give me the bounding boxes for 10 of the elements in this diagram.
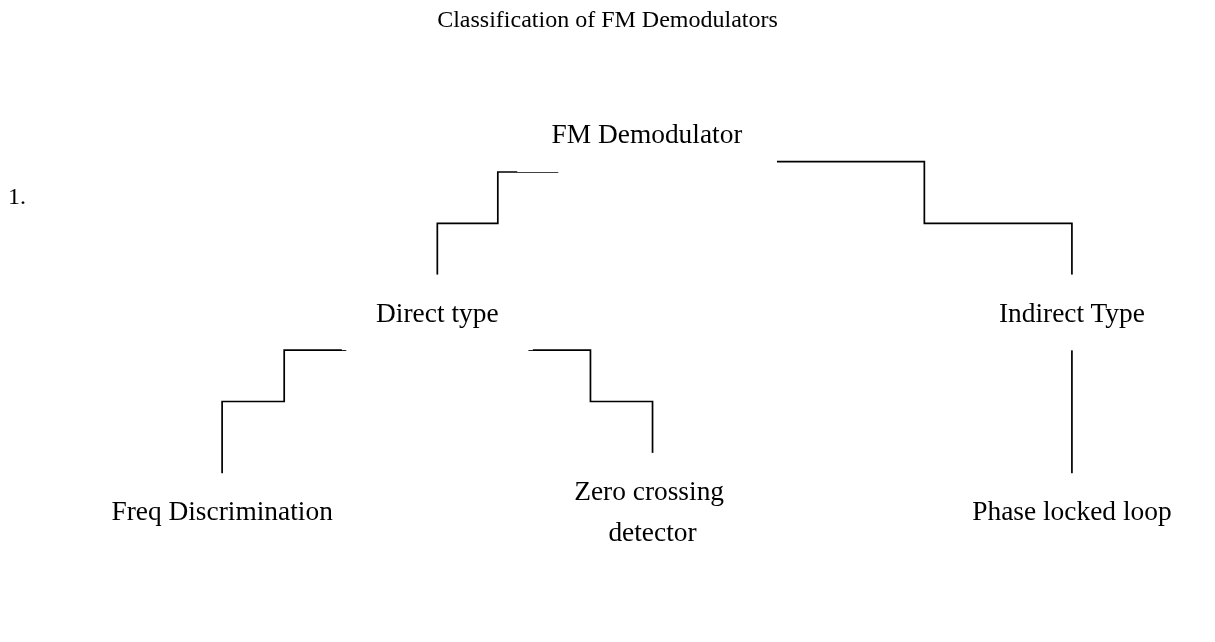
node-text: Zero crossing detector bbox=[574, 475, 725, 547]
node-text: Indirect Type bbox=[998, 297, 1145, 328]
node-text: Direct type bbox=[376, 297, 499, 328]
node-text: Phase locked loop bbox=[972, 496, 1172, 526]
connector bbox=[775, 160, 1073, 276]
node-text: Freq Discrimination bbox=[111, 496, 333, 526]
list-number: 1. bbox=[8, 183, 27, 210]
node-text: FM Demodulator bbox=[551, 119, 743, 150]
diagram-title: Classification of FM Demodulators bbox=[436, 5, 779, 33]
connector bbox=[1071, 349, 1073, 475]
